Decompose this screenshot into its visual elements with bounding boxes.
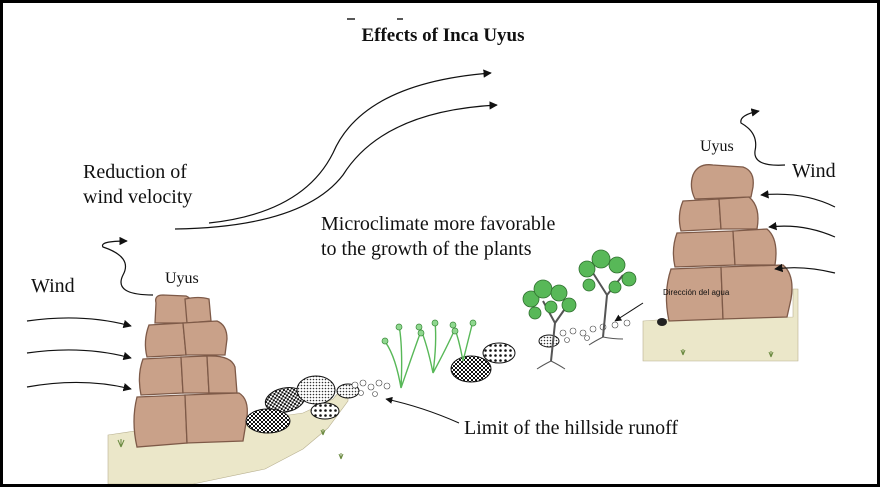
uyus-illustration <box>26 18 836 484</box>
label-uyus-right: Uyus <box>700 138 734 155</box>
small-shrubs <box>381 319 477 389</box>
left-uyus-wall <box>133 294 248 448</box>
label-microclimate-line2: to the growth of the plants <box>321 238 532 260</box>
diagram-title: Effects of Inca Uyus <box>361 25 525 46</box>
label-reduction-line1: Reduction of <box>83 161 187 183</box>
wind-rising-left <box>101 236 154 296</box>
small-trees <box>522 249 637 370</box>
label-runoff-limit: Limit of the hillside runoff <box>464 417 679 439</box>
water-outlet <box>657 318 667 326</box>
wind-arrows-left <box>26 317 132 392</box>
water-direction-arrow <box>614 302 644 322</box>
label-wind-left: Wind <box>31 275 75 297</box>
label-water-direction: Dirección del agua <box>663 288 730 297</box>
label-microclimate-line1: Microclimate more favorable <box>321 213 556 235</box>
label-reduction: Reduction of wind velocity <box>83 160 192 210</box>
wind-arrows-right <box>760 190 836 274</box>
label-reduction-line2: wind velocity <box>83 186 193 208</box>
grass-tufts <box>117 349 774 460</box>
right-uyus-wall <box>665 164 793 322</box>
runoff-pointer-arrow <box>385 396 460 424</box>
label-microclimate: Microclimate more favorable to the growt… <box>321 212 555 262</box>
label-uyus-left: Uyus <box>165 270 199 287</box>
label-wind-right: Wind <box>792 160 836 182</box>
wind-rising-right <box>740 108 786 166</box>
rocks <box>245 334 560 434</box>
wind-arrows-sweep <box>174 69 498 230</box>
